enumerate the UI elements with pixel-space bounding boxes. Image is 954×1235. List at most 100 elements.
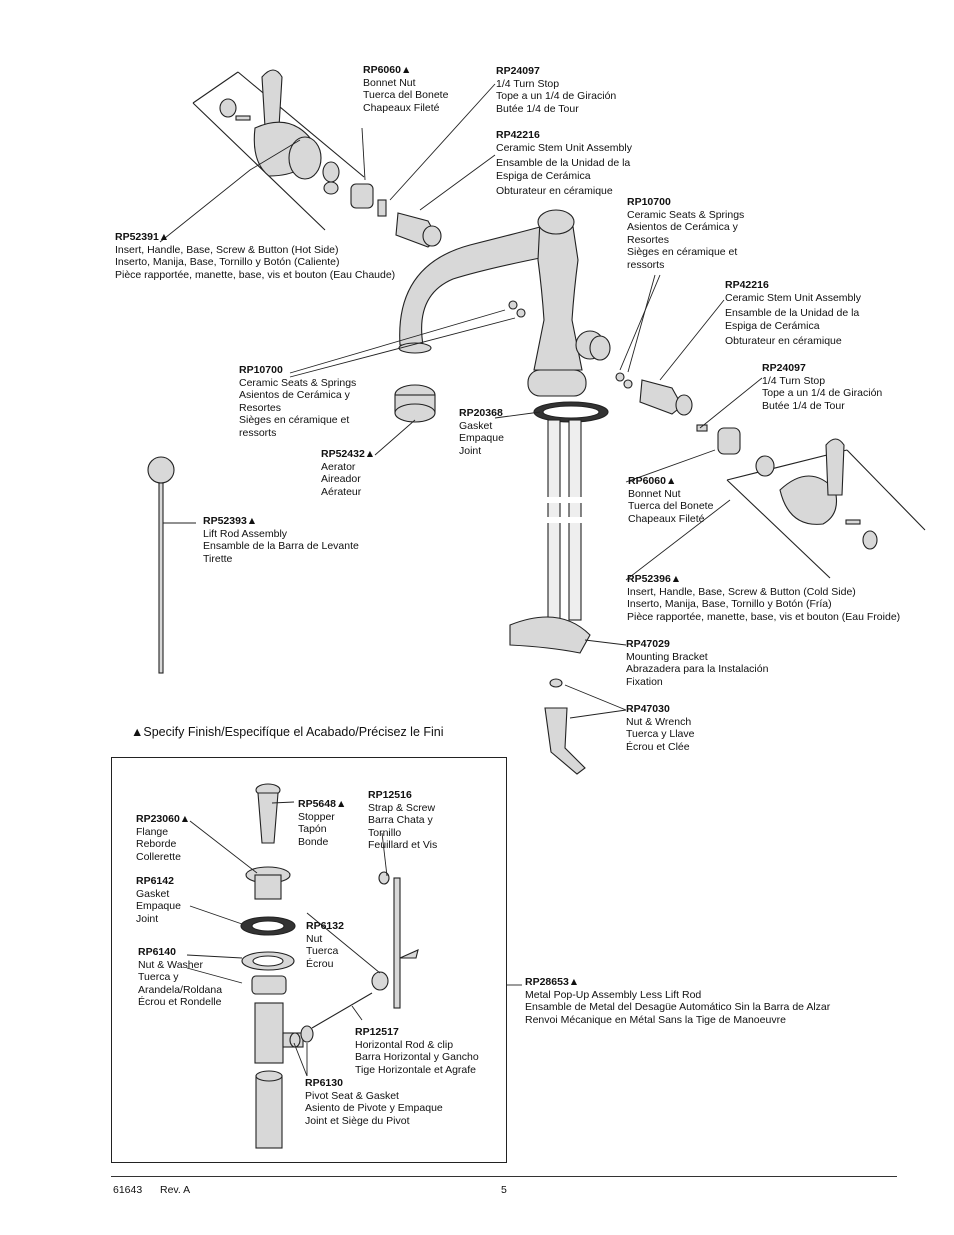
label-line: Espiga de Cerámica (496, 169, 591, 182)
label-line: Empaque (136, 900, 181, 913)
label-rp6132: RP6132 Nut Tuerca Écrou (306, 920, 344, 970)
label-line: Asientos de Cerámica y (239, 389, 350, 402)
label-line: Fixation (626, 675, 663, 688)
cold-handle-illustration (755, 438, 878, 550)
part-number: RP52432▲ (321, 448, 376, 460)
part-number: RP23060▲ (136, 813, 191, 825)
label-rp6140: RP6140 Nut & Washer Tuerca y Arandela/Ro… (138, 946, 222, 1009)
label-line: Insert, Handle, Base, Screw & Button (Ho… (115, 243, 339, 256)
label-line: Butée 1/4 de Tour (762, 399, 845, 412)
label-line: Tornillo (368, 826, 402, 839)
label-rp52396: RP52396▲ Insert, Handle, Base, Screw & B… (627, 573, 900, 623)
label-rp10700-right: RP10700 Ceramic Seats & Springs Asientos… (627, 196, 744, 272)
label-rp52432: RP52432▲ Aerator Aireador Aérateur (321, 448, 375, 498)
label-line: 1/4 Turn Stop (496, 77, 560, 90)
part-number: RP52396▲ (627, 573, 682, 585)
label-line: Ensamble de Metal del Desagüe Automático… (525, 1001, 831, 1014)
label-rp10700-left: RP10700 Ceramic Seats & Springs Asientos… (239, 364, 356, 440)
part-number: RP6060▲ (363, 64, 412, 76)
part-number: RP12516 (368, 789, 412, 801)
label-rp6142: RP6142 Gasket Empaque Joint (136, 875, 181, 925)
popup-assembly-box (111, 757, 507, 1163)
part-number: RP6060▲ (628, 475, 677, 487)
part-number: RP28653▲ (525, 976, 580, 988)
revision: Rev. A (160, 1184, 191, 1196)
label-line: Chapeaux Fileté (628, 512, 705, 525)
label-line: Asiento de Pivote y Empaque (305, 1102, 443, 1115)
label-line: Lift Rod Assembly (203, 527, 288, 540)
label-rp6060-top: RP6060▲ Bonnet Nut Tuerca del Bonete Cha… (363, 64, 448, 114)
label-line: Espiga de Cerámica (725, 319, 820, 332)
label-line: Tige Horizontale et Agrafe (355, 1063, 477, 1076)
label-line: Tirette (203, 552, 233, 565)
label-rp24097-right: RP24097 1/4 Turn Stop Tope a un 1/4 de G… (762, 362, 882, 412)
label-rp12516: RP12516 Strap & Screw Barra Chata y Torn… (368, 789, 437, 852)
label-line: Ceramic Stem Unit Assembly (725, 291, 861, 304)
lift-rod-illustration (147, 456, 175, 674)
label-line: Horizontal Rod & clip (355, 1038, 454, 1051)
part-number: RP6142 (136, 875, 174, 887)
label-line: Inserto, Manija, Base, Tornillo y Botón … (115, 256, 340, 269)
label-rp28653: RP28653▲ Metal Pop-Up Assembly Less Lift… (525, 976, 830, 1026)
stem-illustration-right (639, 379, 693, 416)
label-line: Ensamble de la Unidad de la (725, 307, 860, 320)
part-number: RP12517 (355, 1026, 399, 1038)
label-line: Sièges en céramique et (239, 414, 350, 427)
label-line: Gasket (136, 887, 170, 900)
label-rp42216-top: RP42216 Ceramic Stem Unit Assembly Ensam… (496, 129, 632, 198)
label-line: Aérateur (321, 485, 362, 498)
label-line: Mounting Bracket (626, 650, 708, 663)
part-number: RP52391▲ (115, 231, 170, 243)
label-line: Inserto, Manija, Base, Tornillo y Botón … (627, 598, 832, 611)
part-number: RP20368 (459, 407, 503, 419)
label-line: Tuerca y (138, 971, 179, 984)
label-line: Resortes (627, 233, 670, 246)
label-line: Barra Chata y (368, 814, 433, 827)
specify-finish-note: ▲Specify Finish/Especifíque el Acabado/P… (131, 725, 444, 739)
mounting-bracket-illustration (509, 616, 591, 654)
part-number: RP52393▲ (203, 515, 258, 527)
stopper-illustration (255, 783, 281, 844)
hot-side-bracket-line-bottom (192, 102, 326, 231)
label-line: Pièce rapportée, manette, base, vis et b… (115, 268, 396, 281)
part-number: RP24097 (762, 362, 806, 374)
label-line: Ceramic Seats & Springs (239, 376, 357, 389)
label-line: Écrou (306, 957, 334, 970)
label-line: Ceramic Seats & Springs (627, 208, 745, 221)
part-number: RP47029 (626, 638, 670, 650)
flange-illustration (245, 866, 291, 900)
label-line: 1/4 Turn Stop (762, 374, 826, 387)
part-number: RP42216 (496, 129, 540, 141)
label-line: Bonnet Nut (363, 76, 416, 89)
label-line: Tuerca del Bonete (628, 500, 714, 513)
label-line: Joint et Siège du Pivot (305, 1114, 410, 1127)
part-number: RP6132 (306, 920, 344, 932)
label-line: Bonde (298, 835, 329, 848)
label-line: Tope a un 1/4 de Giración (496, 90, 617, 103)
label-rp6060-right: RP6060▲ Bonnet Nut Tuerca del Bonete Cha… (628, 475, 713, 525)
hot-handle-illustration (219, 69, 340, 195)
label-line: Resortes (239, 401, 282, 414)
label-line: ressorts (239, 426, 277, 439)
label-line: Bonnet Nut (628, 487, 681, 500)
label-line: Aerator (321, 460, 356, 473)
label-line: Barra Horizontal y Gancho (355, 1051, 479, 1064)
popup-diagram (186, 783, 419, 1149)
label-line: Renvoi Mécanique en Métal Sans la Tige d… (525, 1013, 786, 1026)
label-line: Tuerca y Llave (626, 728, 695, 741)
label-rp24097-top: RP24097 1/4 Turn Stop Tope a un 1/4 de G… (496, 65, 616, 115)
footer-rule (111, 1176, 897, 1177)
bonnet-nut-illustration-right (717, 427, 741, 455)
label-rp6130: RP6130 Pivot Seat & Gasket Asiento de Pi… (305, 1077, 443, 1127)
aerator-illustration (394, 384, 436, 423)
label-line: Obturateur en céramique (725, 335, 842, 348)
label-rp12517: RP12517 Horizontal Rod & clip Barra Hori… (355, 1026, 479, 1076)
label-line: Asientos de Cerámica y (627, 221, 738, 234)
label-line: Pivot Seat & Gasket (305, 1089, 399, 1102)
label-line: Reborde (136, 838, 177, 851)
label-line: Gasket (459, 419, 493, 432)
label-line: Tapón (298, 823, 327, 836)
label-line: Obturateur en céramique (496, 185, 613, 198)
strap-illustration (393, 877, 401, 1009)
